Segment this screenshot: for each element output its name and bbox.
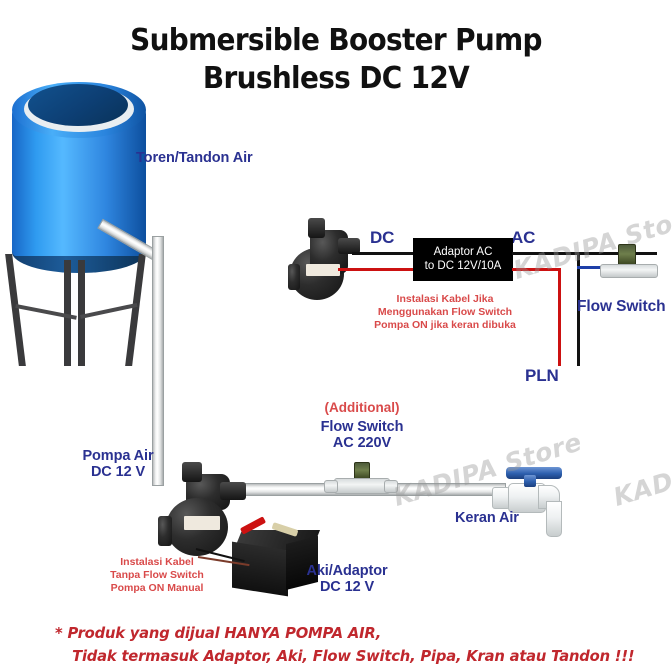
flow-switch-body	[334, 478, 390, 494]
flow-switch-lower-illustration	[324, 462, 398, 496]
flow-switch-top-illustration	[600, 244, 658, 278]
disclaimer-line1: * Produk yang dijual HANYA POMPA AIR,	[55, 624, 382, 642]
page-title-line1: Submersible Booster Pump	[130, 23, 542, 58]
pump-bottom-illustration	[158, 462, 250, 560]
label-flow-switch-top: Flow Switch	[577, 298, 666, 315]
tap-handle	[506, 467, 562, 479]
tank-leg	[5, 254, 26, 366]
pump-foot	[158, 516, 172, 546]
tank-brace	[80, 302, 138, 319]
battery-front	[232, 541, 288, 597]
disclaimer-line2: Tidak termasuk Adaptor, Aki, Flow Switch…	[72, 646, 635, 665]
page-title-line2: Brushless DC 12V	[202, 61, 470, 96]
tank-leg	[64, 260, 71, 366]
wire-pln-black-v	[577, 252, 580, 366]
label-pln: PLN	[525, 366, 559, 385]
wire-pln-red-h	[512, 268, 561, 271]
tank-leg	[78, 260, 85, 366]
label-battery: Aki/Adaptor DC 12 V	[306, 563, 388, 596]
label-tap: Keran Air	[455, 510, 519, 526]
pump-spec-sticker	[184, 516, 220, 530]
label-pump-bottom: Pompa Air DC 12 V	[82, 448, 154, 481]
water-tank-illustration	[4, 68, 164, 368]
label-ac: AC	[511, 228, 536, 247]
adaptor-box: Adaptor AC to DC 12V/10A	[413, 238, 513, 281]
wire-dc-black	[352, 252, 414, 255]
wire-pln-red-v	[558, 268, 561, 366]
pump-outlet-port	[220, 482, 246, 500]
wire-dc-red	[338, 268, 414, 271]
pump-spec-sticker	[306, 264, 340, 276]
tap-illustration	[492, 465, 574, 547]
adaptor-label: Adaptor AC to DC 12V/10A	[424, 245, 502, 272]
pump-top-illustration	[288, 218, 364, 304]
note-with-flow-switch: Instalasi Kabel Jika Menggunakan Flow Sw…	[374, 293, 516, 331]
label-tank: Toren/Tandon Air	[136, 150, 253, 166]
label-flow-switch-additional-note: (Additional)	[324, 400, 400, 415]
tank-leg	[125, 254, 146, 366]
watermark: KADIPA Store	[610, 427, 672, 512]
label-flow-switch-additional: Flow Switch AC 220V	[320, 419, 404, 452]
pump-outlet-port	[338, 238, 360, 254]
label-dc: DC	[370, 228, 395, 247]
pump-inlet-port	[182, 462, 202, 482]
flow-switch-union-right	[384, 480, 398, 493]
product-disclaimer: * Produk yang dijual HANYA POMPA AIR, Ti…	[55, 622, 665, 667]
vertical-downpipe	[152, 236, 164, 486]
pump-inlet-port	[308, 218, 325, 238]
flow-switch-cap	[618, 244, 636, 266]
tap-spout	[546, 501, 562, 537]
wire-ac-black	[512, 252, 657, 255]
pump-foot	[288, 264, 300, 290]
tank-lid	[28, 84, 128, 126]
flow-switch-union-left	[324, 480, 338, 493]
flow-switch-body	[600, 264, 658, 278]
tap-stem	[524, 475, 536, 487]
note-without-flow-switch: Instalasi Kabel Tanpa Flow Switch Pompa …	[110, 556, 204, 594]
